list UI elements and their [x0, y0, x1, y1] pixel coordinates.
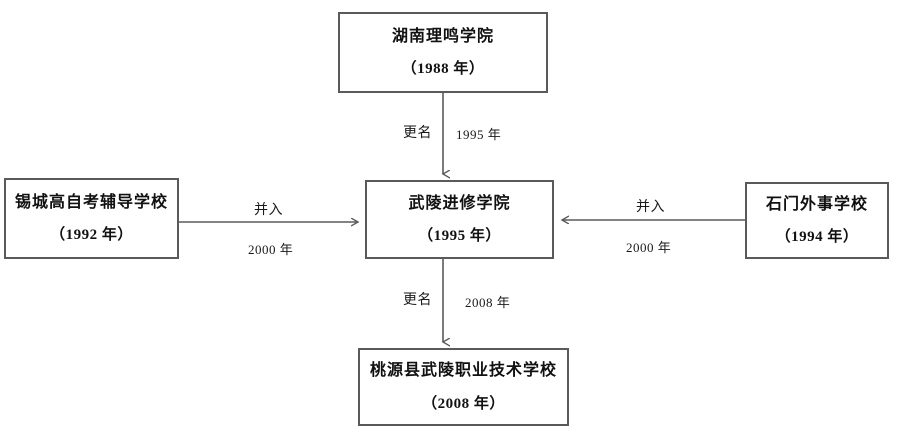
node-year: （1992 年）: [50, 227, 133, 244]
edge-label-year-1995: 1995 年: [456, 127, 502, 142]
node-year: （1994 年）: [775, 229, 859, 246]
node-title: 锡城高自考辅导学校: [14, 193, 168, 211]
edge-label-year-2000-right: 2000 年: [626, 240, 672, 255]
edge-label-year-2008: 2008 年: [465, 295, 511, 310]
edge-label-relation-merge-left: 并入: [254, 203, 283, 218]
node-hunan-liming-college[interactable]: 湖南理鸣学院 （1988 年）: [338, 12, 548, 93]
edge-label-year-2000-left: 2000 年: [248, 242, 294, 257]
node-title: 湖南理鸣学院: [391, 27, 494, 45]
node-wuling-training-college[interactable]: 武陵进修学院 （1995 年）: [365, 180, 554, 259]
node-taoyuan-wuling-vocational-school[interactable]: 桃源县武陵职业技术学校 （2008 年）: [358, 348, 569, 426]
node-title: 桃源县武陵职业技术学校: [369, 362, 557, 380]
node-year: （2008 年）: [422, 395, 505, 412]
node-title: 武陵进修学院: [408, 194, 511, 212]
node-year: （1995 年）: [418, 228, 501, 245]
node-year: （1988 年）: [401, 61, 485, 78]
node-shimen-foreign-affairs-school[interactable]: 石门外事学校 （1994 年）: [745, 182, 889, 259]
edge-label-relation-rename-1995: 更名: [403, 126, 432, 141]
node-xicheng-self-study-school[interactable]: 锡城高自考辅导学校 （1992 年）: [4, 178, 179, 259]
node-title: 石门外事学校: [765, 195, 868, 213]
edge-label-relation-rename-2008: 更名: [403, 293, 432, 308]
edge-label-relation-merge-right: 并入: [636, 200, 665, 215]
